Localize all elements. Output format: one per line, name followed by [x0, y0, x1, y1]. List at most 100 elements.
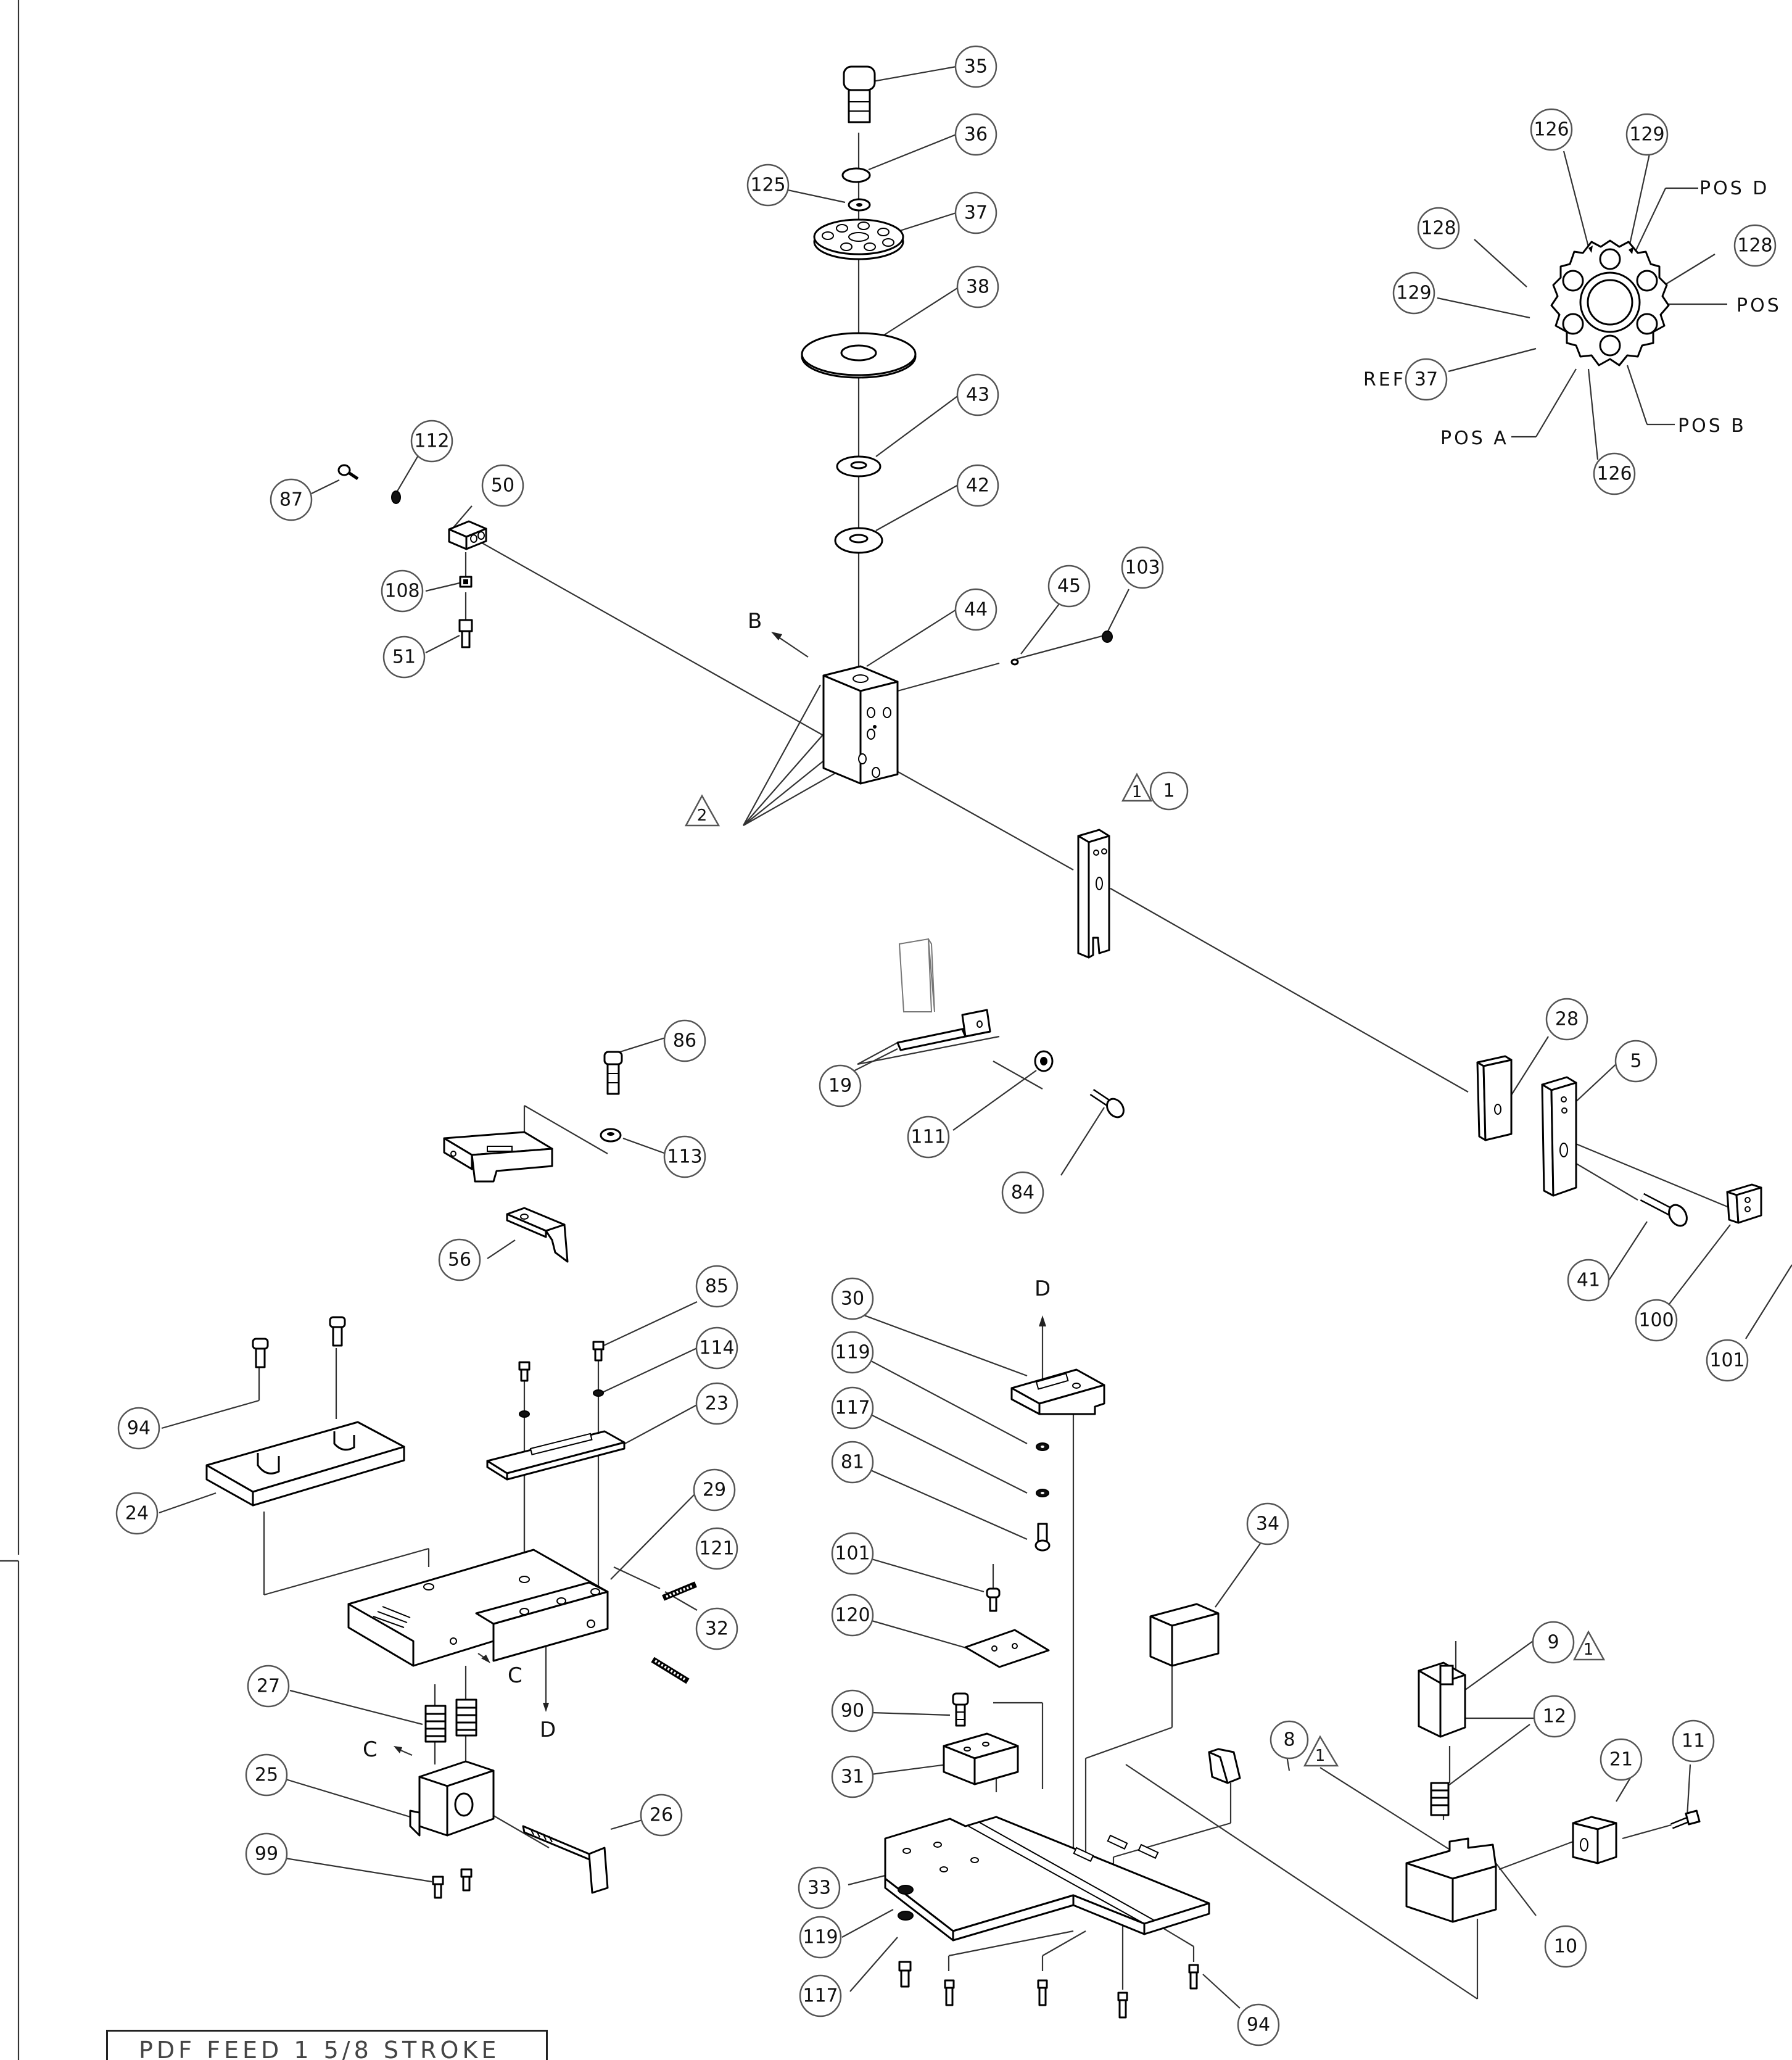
- part-23-plate: [486, 1430, 626, 1481]
- svg-text:1: 1: [1132, 783, 1142, 801]
- balloon-34: 34: [1246, 1502, 1289, 1545]
- balloon-56: 56: [438, 1238, 481, 1281]
- balloon-90: 90: [831, 1689, 874, 1732]
- part-36-ring: [841, 167, 871, 183]
- balloon-10: 10: [1544, 1925, 1587, 1968]
- part-99-screws: [432, 1868, 473, 1899]
- direction-label-c1: C: [508, 1663, 522, 1688]
- svg-text:111: 111: [910, 1127, 946, 1148]
- balloon-117-b: 117: [799, 1974, 842, 2017]
- svg-text:114: 114: [699, 1338, 734, 1359]
- svg-text:25: 25: [255, 1764, 278, 1786]
- balloon-108: 108: [381, 569, 424, 613]
- part-26-handle: [522, 1825, 609, 1894]
- balloon-126-bottom: 126: [1593, 452, 1636, 495]
- part-103-screw: [1102, 631, 1113, 643]
- svg-text:41: 41: [1577, 1270, 1600, 1291]
- balloon-21: 21: [1600, 1738, 1643, 1781]
- part-32-pin: [651, 1657, 690, 1684]
- svg-text:129: 129: [1629, 124, 1664, 146]
- balloon-37: 37: [954, 191, 997, 234]
- part-120-plate: [964, 1629, 1050, 1668]
- svg-text:33: 33: [807, 1877, 831, 1899]
- svg-text:84: 84: [1011, 1182, 1034, 1204]
- balloon-42: 42: [956, 464, 999, 507]
- svg-text:101: 101: [835, 1543, 870, 1565]
- svg-text:94: 94: [127, 1418, 151, 1439]
- part-1-strip: [1077, 829, 1110, 959]
- svg-text:10: 10: [1554, 1936, 1577, 1958]
- balloon-120: 120: [831, 1594, 874, 1637]
- part-114-washer-b: [593, 1389, 604, 1397]
- svg-text:24: 24: [125, 1503, 149, 1524]
- balloon-29: 29: [693, 1468, 736, 1512]
- svg-text:44: 44: [964, 599, 988, 621]
- balloon-11: 11: [1672, 1719, 1715, 1763]
- balloon-51: 51: [382, 635, 426, 679]
- svg-text:35: 35: [964, 56, 988, 78]
- part-number-balloons: 35 36 125 37 38 43 42 44 45 103 112 87 5…: [115, 45, 1777, 2046]
- svg-text:125: 125: [750, 175, 785, 196]
- balloon-5: 5: [1614, 1040, 1658, 1083]
- balloon-119-b: 119: [799, 1916, 842, 1959]
- balloon-8: 8: [1270, 1720, 1309, 1760]
- balloon-37-ref: 37: [1405, 358, 1448, 401]
- part-84-screw: [1089, 1089, 1125, 1119]
- detail-pos-c: POS: [1736, 295, 1782, 316]
- part-114-washer-a: [519, 1410, 530, 1418]
- part-108-nut: [459, 576, 473, 588]
- part-117-washer-b: [898, 1911, 914, 1921]
- svg-text:37: 37: [1414, 369, 1438, 391]
- svg-text:103: 103: [1125, 557, 1160, 579]
- title-block: PDF FEED 1 5/8 STROKE: [106, 2030, 548, 2060]
- svg-text:1: 1: [1583, 1640, 1594, 1659]
- part-24-plate: [205, 1421, 405, 1507]
- part-21-clamp: [1572, 1816, 1617, 1864]
- svg-text:86: 86: [673, 1030, 696, 1052]
- svg-text:19: 19: [828, 1075, 852, 1097]
- svg-text:30: 30: [841, 1288, 864, 1310]
- balloon-101: 101: [831, 1532, 874, 1575]
- svg-text:50: 50: [491, 475, 514, 497]
- detail-index-disc: [1550, 239, 1670, 366]
- svg-text:113: 113: [667, 1146, 702, 1168]
- part-35-knob: [843, 65, 876, 123]
- balloon-85: 85: [695, 1265, 738, 1308]
- balloon-121: 121: [695, 1527, 738, 1570]
- part-10-block: [1405, 1837, 1497, 1923]
- part-12-spring: [1430, 1782, 1450, 1816]
- balloon-114: 114: [695, 1326, 738, 1370]
- part-44-block: [822, 665, 899, 785]
- balloon-119-a: 119: [831, 1331, 874, 1374]
- svg-text:32: 32: [705, 1618, 729, 1640]
- balloon-33: 33: [798, 1866, 841, 1909]
- detail-position-labels: POS D POS POS B POS A REF: [1363, 178, 1782, 449]
- balloon-81: 81: [831, 1441, 874, 1484]
- balloon-99: 99: [245, 1832, 288, 1876]
- revision-triangle-2: 2: [684, 794, 721, 827]
- part-45-pin: [1010, 658, 1019, 666]
- svg-text:56: 56: [448, 1249, 471, 1271]
- svg-text:43: 43: [966, 384, 989, 406]
- svg-text:119: 119: [803, 1927, 838, 1948]
- direction-labels: B C C D D: [363, 609, 1051, 1762]
- svg-text:23: 23: [705, 1393, 729, 1415]
- svg-text:126: 126: [1534, 119, 1569, 141]
- part-41-screw: [1640, 1193, 1688, 1227]
- balloon-45: 45: [1047, 565, 1091, 608]
- balloon-50: 50: [481, 464, 524, 507]
- balloon-25: 25: [245, 1753, 288, 1797]
- detail-pos-a: POS A: [1440, 428, 1509, 449]
- svg-text:1: 1: [1163, 780, 1175, 802]
- part-101-screw: [986, 1587, 1001, 1612]
- part-112-nut: [391, 490, 401, 504]
- svg-text:99: 99: [255, 1843, 278, 1865]
- part-bracket: [443, 1131, 553, 1183]
- part-81-screw: [1034, 1523, 1051, 1552]
- direction-label-d2: D: [1034, 1276, 1051, 1301]
- balloon-27: 27: [247, 1665, 290, 1708]
- svg-text:1: 1: [1315, 1747, 1326, 1765]
- svg-text:11: 11: [1682, 1731, 1705, 1752]
